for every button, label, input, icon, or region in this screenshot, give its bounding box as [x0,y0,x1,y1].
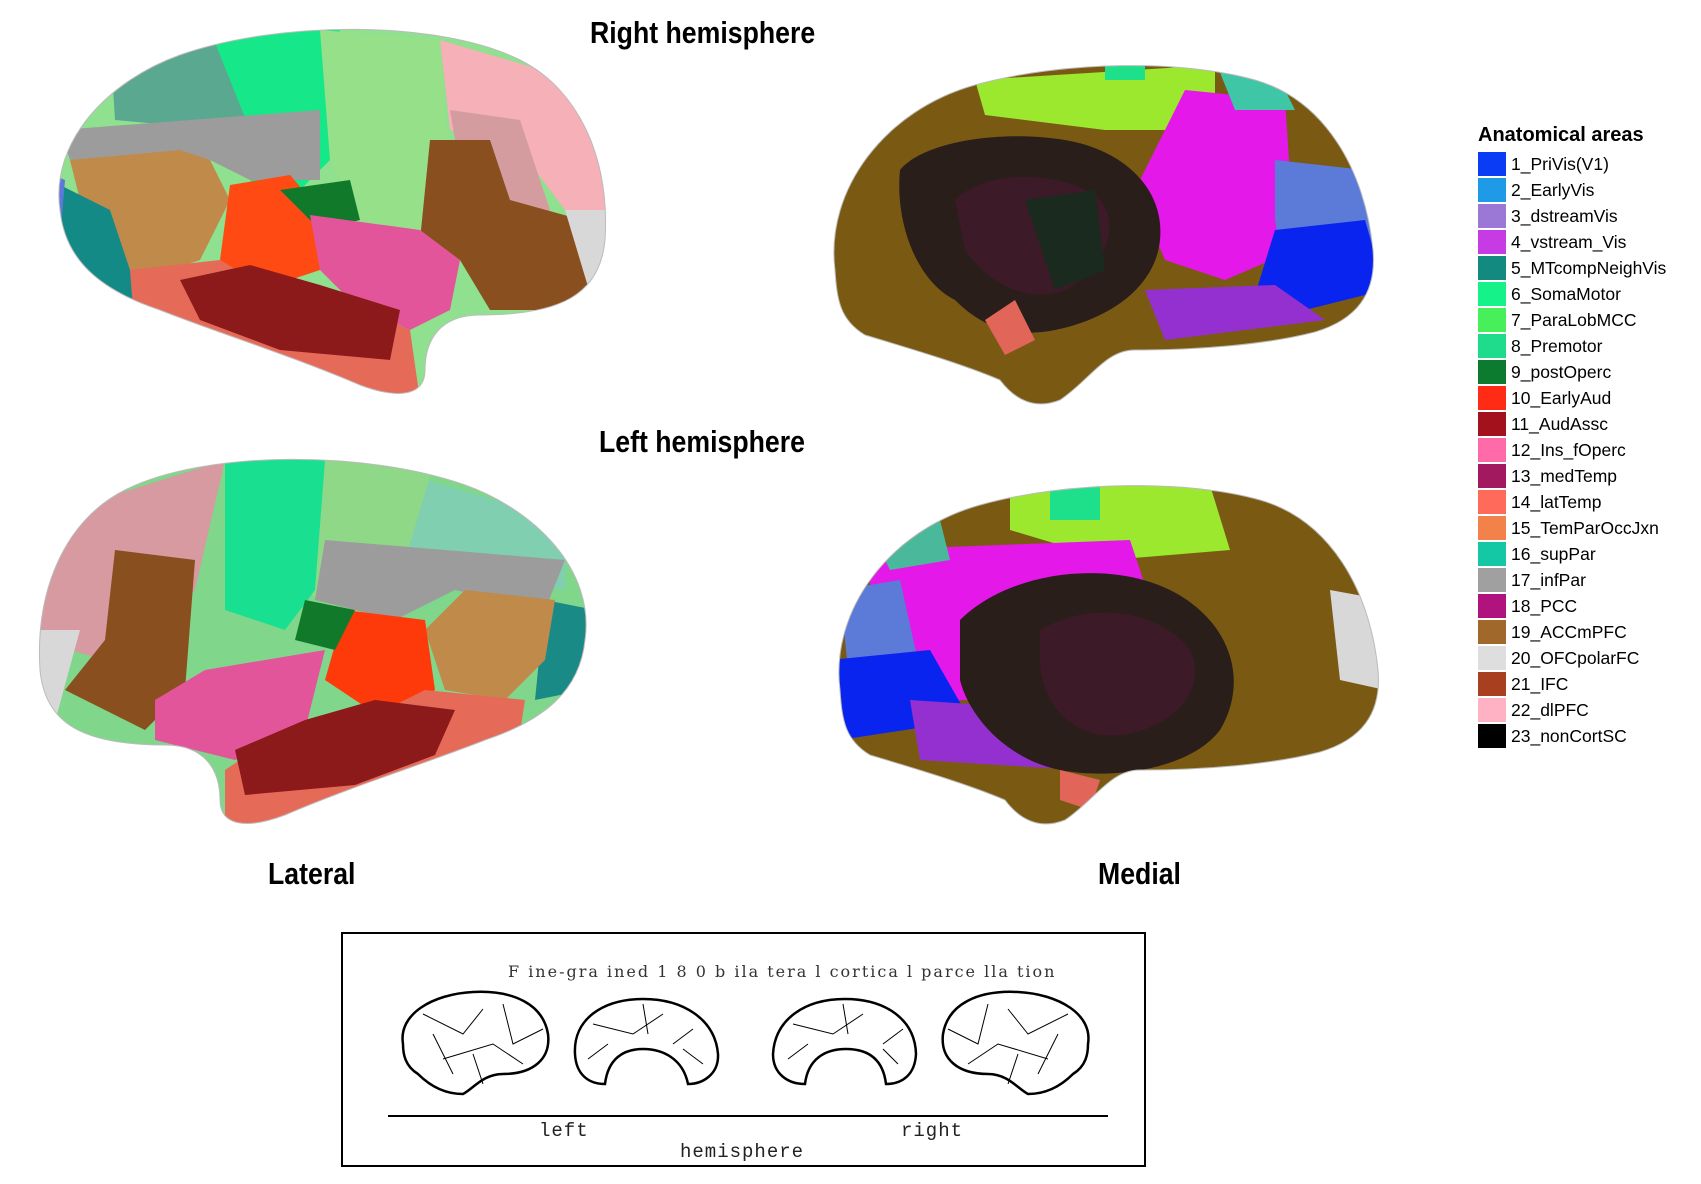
legend-item: 18_PCC [1478,593,1693,619]
legend-swatch [1478,204,1506,228]
legend-label: 12_Ins_fOperc [1511,439,1626,460]
legend-swatch [1478,672,1506,696]
legend-label: 3_dstreamVis [1511,205,1618,226]
legend-label: 20_OFCpolarFC [1511,647,1640,668]
legend-label: 1_PriVis(V1) [1511,153,1609,174]
legend-label: 23_nonCortSC [1511,725,1627,746]
legend-item: 15_TemParOccJxn [1478,515,1693,541]
legend-label: 2_EarlyVis [1511,179,1595,200]
left-medial-brain [838,485,1379,825]
legend-swatch [1478,230,1506,254]
legend-swatch [1478,516,1506,540]
legend-item: 19_ACCmPFC [1478,619,1693,645]
legend-item: 21_IFC [1478,671,1693,697]
legend-item: 12_Ins_fOperc [1478,437,1693,463]
legend-item: 14_latTemp [1478,489,1693,515]
left-hemisphere-title: Left hemisphere [599,424,805,459]
legend-title: Anatomical areas [1478,124,1644,146]
legend-label: 4_vstream_Vis [1511,231,1627,252]
legend-label: 11_AudAssc [1511,413,1608,434]
legend-item: 13_medTemp [1478,463,1693,489]
legend-label: 16_supPar [1511,543,1596,564]
legend-swatch [1478,724,1506,748]
legend: Anatomical areas 1_PriVis(V1) 2_EarlyVis 3… [1478,124,1693,749]
legend-item: 6_SomaMotor [1478,281,1693,307]
parcellation-inset: F ine-gra ined 1 8 0 b ila tera l cortic… [341,932,1146,1167]
legend-label: 9_postOperc [1511,361,1612,382]
legend-item: 9_postOperc [1478,359,1693,385]
right-label: right [901,1120,964,1142]
legend-item: 20_OFCpolarFC [1478,645,1693,671]
legend-swatch [1478,464,1506,488]
legend-swatch [1478,360,1506,384]
legend-label: 7_ParaLobMCC [1511,309,1637,330]
right-medial-brain [833,65,1374,405]
left-lateral-brain [38,458,587,824]
legend-item: 4_vstream_Vis [1478,229,1693,255]
legend-swatch [1478,386,1506,410]
legend-item: 16_supPar [1478,541,1693,567]
legend-swatch [1478,438,1506,462]
legend-label: 10_EarlyAud [1511,387,1612,408]
legend-item: 3_dstreamVis [1478,203,1693,229]
legend-item: 5_MTcompNeighVis [1478,255,1693,281]
legend-label: 8_Premotor [1511,335,1603,356]
lateral-label: Lateral [268,856,356,891]
right-hemisphere-title: Right hemisphere [590,15,816,50]
inset-title: F ine-gra ined 1 8 0 b ila tera l cortic… [508,962,1057,981]
legend-item: 1_PriVis(V1) [1478,151,1693,177]
legend-swatch [1478,334,1506,358]
legend-swatch [1478,178,1506,202]
legend-label: 6_SomaMotor [1511,283,1621,304]
legend-label: 17_infPar [1511,569,1586,590]
legend-items: 1_PriVis(V1) 2_EarlyVis 3_dstreamVis 4_vstr… [1478,151,1693,749]
legend-swatch [1478,308,1506,332]
legend-swatch [1478,542,1506,566]
legend-label: 14_latTemp [1511,491,1602,512]
legend-swatch [1478,412,1506,436]
legend-swatch [1478,646,1506,670]
legend-label: 13_medTemp [1511,465,1618,486]
left-label: left [539,1120,589,1142]
legend-item: 8_Premotor [1478,333,1693,359]
legend-label: 5_MTcompNeighVis [1511,257,1667,278]
legend-label: 21_IFC [1511,673,1569,694]
legend-swatch [1478,698,1506,722]
right-lateral-brain [58,28,607,394]
legend-item: 11_AudAssc [1478,411,1693,437]
legend-label: 18_PCC [1511,595,1578,616]
legend-label: 19_ACCmPFC [1511,621,1627,642]
legend-label: 15_TemParOccJxn [1511,517,1659,538]
legend-item: 22_dlPFC [1478,697,1693,723]
medial-label: Medial [1098,856,1181,891]
hemisphere-axis-label: hemisphere [680,1141,805,1163]
legend-swatch [1478,152,1506,176]
legend-swatch [1478,594,1506,618]
legend-item: 23_nonCortSC [1478,723,1693,749]
legend-swatch [1478,568,1506,592]
legend-item: 10_EarlyAud [1478,385,1693,411]
legend-swatch [1478,256,1506,280]
legend-item: 7_ParaLobMCC [1478,307,1693,333]
legend-swatch [1478,490,1506,514]
legend-item: 2_EarlyVis [1478,177,1693,203]
legend-swatch [1478,620,1506,644]
outline-brains [388,990,1108,1117]
legend-item: 17_infPar [1478,567,1693,593]
legend-label: 22_dlPFC [1511,699,1589,720]
legend-swatch [1478,282,1506,306]
